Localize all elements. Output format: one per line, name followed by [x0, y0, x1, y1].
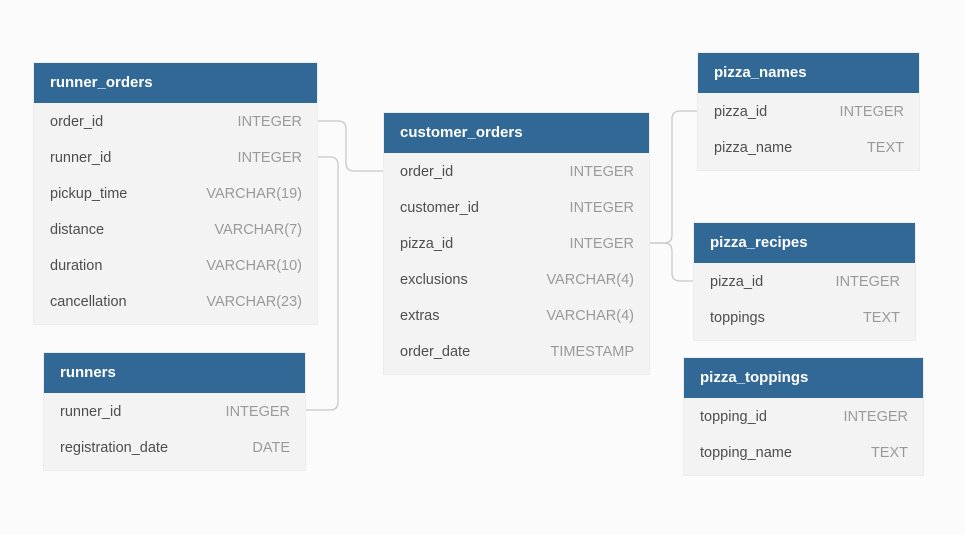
column-row[interactable]: order_id INTEGER	[34, 104, 317, 140]
table-title[interactable]: pizza_names	[698, 53, 919, 93]
column-row[interactable]: order_date TIMESTAMP	[384, 334, 649, 370]
column-type: INTEGER	[839, 104, 904, 120]
column-row[interactable]: pizza_name TEXT	[698, 130, 919, 166]
column-name: topping_name	[700, 445, 792, 461]
table-pizza-recipes[interactable]: pizza_recipes pizza_id INTEGER toppings TEXT	[694, 223, 915, 340]
column-row[interactable]: runner_id INTEGER	[34, 140, 317, 176]
column-type: INTEGER	[569, 164, 634, 180]
table-pizza-names[interactable]: pizza_names pizza_id INTEGER pizza_name TEXT	[698, 53, 919, 170]
table-runners[interactable]: runners runner_id INTEGER registration_date…	[44, 353, 305, 470]
table-columns: pizza_id INTEGER toppings TEXT	[694, 263, 915, 340]
column-type: TEXT	[870, 445, 908, 461]
column-name: customer_id	[400, 200, 479, 216]
column-name: distance	[50, 222, 105, 238]
column-name: pizza_id	[400, 236, 454, 252]
column-row[interactable]: customer_id INTEGER	[384, 190, 649, 226]
column-row[interactable]: topping_id INTEGER	[684, 399, 923, 435]
column-type: TEXT	[862, 310, 900, 326]
column-name: toppings	[710, 310, 765, 326]
link-runner-orders-to-customer-orders	[317, 120, 384, 172]
column-name: runner_id	[60, 404, 122, 420]
table-title[interactable]: pizza_toppings	[684, 358, 923, 398]
link-customer-orders-to-pizza-names	[649, 110, 698, 244]
column-type: TIMESTAMP	[550, 344, 634, 360]
column-name: order_id	[400, 164, 454, 180]
column-type: INTEGER	[835, 274, 900, 290]
column-name: extras	[400, 308, 440, 324]
column-name: pickup_time	[50, 186, 128, 202]
table-pizza-toppings[interactable]: pizza_toppings topping_id INTEGER topping_n…	[684, 358, 923, 475]
column-row[interactable]: pizza_id INTEGER	[384, 226, 649, 262]
column-row[interactable]: cancellation VARCHAR(23)	[34, 284, 317, 320]
table-title[interactable]: pizza_recipes	[694, 223, 915, 263]
link-runner-orders-to-runners	[305, 156, 339, 411]
column-row[interactable]: extras VARCHAR(4)	[384, 298, 649, 334]
column-type: VARCHAR(23)	[206, 294, 302, 310]
column-name: order_date	[400, 344, 471, 360]
column-row[interactable]: pickup_time VARCHAR(19)	[34, 176, 317, 212]
column-row[interactable]: registration_date DATE	[44, 430, 305, 466]
table-title[interactable]: runner_orders	[34, 63, 317, 103]
column-type: INTEGER	[237, 114, 302, 130]
table-columns: pizza_id INTEGER pizza_name TEXT	[698, 93, 919, 170]
column-row[interactable]: topping_name TEXT	[684, 435, 923, 471]
column-name: registration_date	[60, 440, 169, 456]
column-row[interactable]: pizza_id INTEGER	[698, 94, 919, 130]
column-row[interactable]: pizza_id INTEGER	[694, 264, 915, 300]
table-title[interactable]: runners	[44, 353, 305, 393]
column-row[interactable]: toppings TEXT	[694, 300, 915, 336]
column-name: pizza_name	[714, 140, 793, 156]
table-columns: runner_id INTEGER registration_date DATE	[44, 393, 305, 470]
column-name: pizza_id	[710, 274, 764, 290]
column-type: TEXT	[866, 140, 904, 156]
column-type: INTEGER	[569, 200, 634, 216]
column-type: INTEGER	[843, 409, 908, 425]
column-row[interactable]: order_id INTEGER	[384, 154, 649, 190]
column-type: INTEGER	[569, 236, 634, 252]
column-name: duration	[50, 258, 103, 274]
table-columns: topping_id INTEGER topping_name TEXT	[684, 398, 923, 475]
table-title[interactable]: customer_orders	[384, 113, 649, 153]
column-type: DATE	[252, 440, 290, 456]
column-name: cancellation	[50, 294, 127, 310]
column-row[interactable]: duration VARCHAR(10)	[34, 248, 317, 284]
column-name: exclusions	[400, 272, 468, 288]
link-customer-orders-to-pizza-recipes	[649, 242, 694, 282]
column-row[interactable]: distance VARCHAR(7)	[34, 212, 317, 248]
column-type: VARCHAR(10)	[206, 258, 302, 274]
column-type: VARCHAR(7)	[214, 222, 302, 238]
column-name: order_id	[50, 114, 104, 130]
column-type: VARCHAR(4)	[546, 272, 634, 288]
column-name: topping_id	[700, 409, 767, 425]
column-type: VARCHAR(4)	[546, 308, 634, 324]
column-type: VARCHAR(19)	[206, 186, 302, 202]
column-row[interactable]: runner_id INTEGER	[44, 394, 305, 430]
column-type: INTEGER	[237, 150, 302, 166]
column-name: runner_id	[50, 150, 112, 166]
column-name: pizza_id	[714, 104, 768, 120]
column-row[interactable]: exclusions VARCHAR(4)	[384, 262, 649, 298]
column-type: INTEGER	[225, 404, 290, 420]
